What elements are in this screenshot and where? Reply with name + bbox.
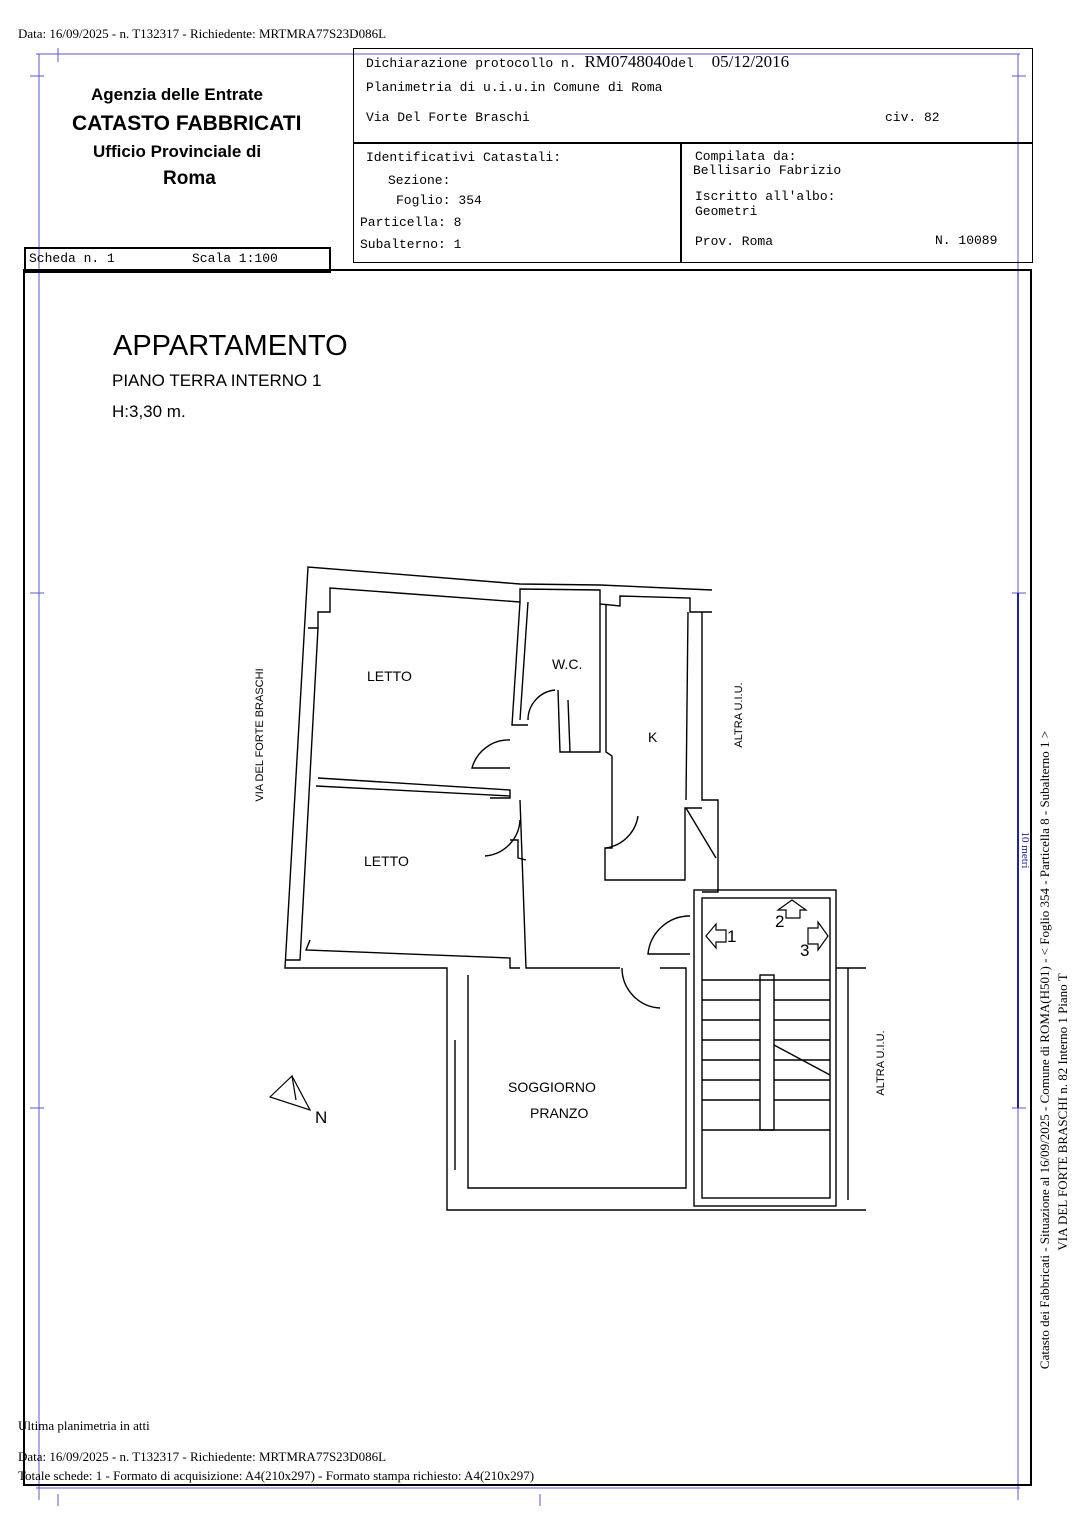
foglio: Foglio: 354: [396, 193, 482, 208]
compiler-number: N. 10089: [935, 233, 998, 248]
declaration-line: Dichiarazione protocollo n. RM0748040del…: [366, 52, 789, 72]
plan-floor: PIANO TERRA INTERNO 1: [112, 371, 322, 390]
compiler-province: Prov. Roma: [695, 234, 774, 249]
stair-arrows: [705, 899, 829, 952]
scheda-box: [24, 247, 331, 273]
agency-name: Agenzia delle Entrate: [91, 85, 263, 104]
scale: Scala 1:100: [192, 251, 278, 266]
room-label-pranzo: PRANZO: [530, 1105, 589, 1121]
plan-height: H:3,30 m.: [112, 402, 186, 421]
identifiers-title: Identificativi Catastali:: [366, 150, 562, 165]
compiler-box: [680, 142, 1033, 263]
albo-value: Geometri: [695, 204, 758, 219]
civic-number: civ. 82: [885, 110, 940, 125]
north-arrow-icon: [268, 1075, 312, 1112]
altra-uiu-label-2: ALTRA U.I.U.: [875, 1030, 887, 1096]
scale-bar-label: 10 metri: [1019, 831, 1031, 869]
room-label-letto-1: LETTO: [367, 668, 412, 684]
room-label-soggiorno: SOGGIORNO: [508, 1079, 596, 1095]
plan-title: APPARTAMENTO: [113, 330, 348, 362]
agency-city: Roma: [163, 168, 216, 189]
stair-number-2: 2: [775, 912, 785, 931]
drawing-frame: [23, 269, 1032, 1486]
walls: [284, 566, 866, 1211]
stair-number-3: 3: [800, 941, 810, 960]
footer-totale: Totale schede: 1 - Formato di acquisizio…: [18, 1468, 535, 1483]
identifiers-box: [353, 142, 682, 263]
compiler-name: Bellisario Fabrizio: [693, 163, 842, 178]
particella: Particella: 8: [360, 215, 462, 230]
planimetria-line: Planimetria di u.i.u.in Comune di Roma: [366, 80, 663, 95]
footer-last-plan: Ultima planimetria in atti: [18, 1418, 150, 1433]
albo-label: Iscritto all'albo:: [695, 189, 836, 204]
north-label: N: [315, 1108, 328, 1127]
declaration-date: 05/12/2016: [711, 52, 790, 71]
declaration-prefix: Dichiarazione protocollo n.: [366, 56, 577, 71]
room-label-letto-2: LETTO: [364, 853, 409, 869]
agency-office: Ufficio Provinciale di: [93, 142, 262, 161]
altra-uiu-label-1: ALTRA U.I.U.: [733, 682, 745, 748]
scheda-number: Scheda n. 1: [29, 251, 115, 266]
side-text-line-2: VIA DEL FORTE BRASCHI n. 82 Interno 1 Pi…: [1055, 973, 1070, 1251]
declaration-box: [353, 48, 1033, 144]
room-label-wc: W.C.: [552, 656, 583, 672]
declaration-del: del: [670, 56, 694, 71]
footer-data: Data: 16/09/2025 - n. T132317 - Richiede…: [18, 1449, 387, 1464]
room-label-kitchen: K: [648, 729, 658, 745]
compiler-label: Compilata da:: [695, 149, 797, 164]
sezione: Sezione:: [388, 173, 451, 188]
side-text-line-1: Catasto dei Fabbricati - Situazione al 1…: [1037, 730, 1052, 1370]
protocol-number: RM0748040: [584, 52, 671, 71]
street-line: Via Del Forte Braschi: [366, 110, 530, 125]
header-line: Data: 16/09/2025 - n. T132317 - Richiede…: [18, 26, 387, 41]
agency-department: CATASTO FABBRICATI: [72, 112, 302, 135]
stair-number-1: 1: [727, 927, 737, 946]
street-label: VIA DEL FORTE BRASCHI: [254, 668, 266, 802]
subalterno: Subalterno: 1: [360, 237, 462, 252]
